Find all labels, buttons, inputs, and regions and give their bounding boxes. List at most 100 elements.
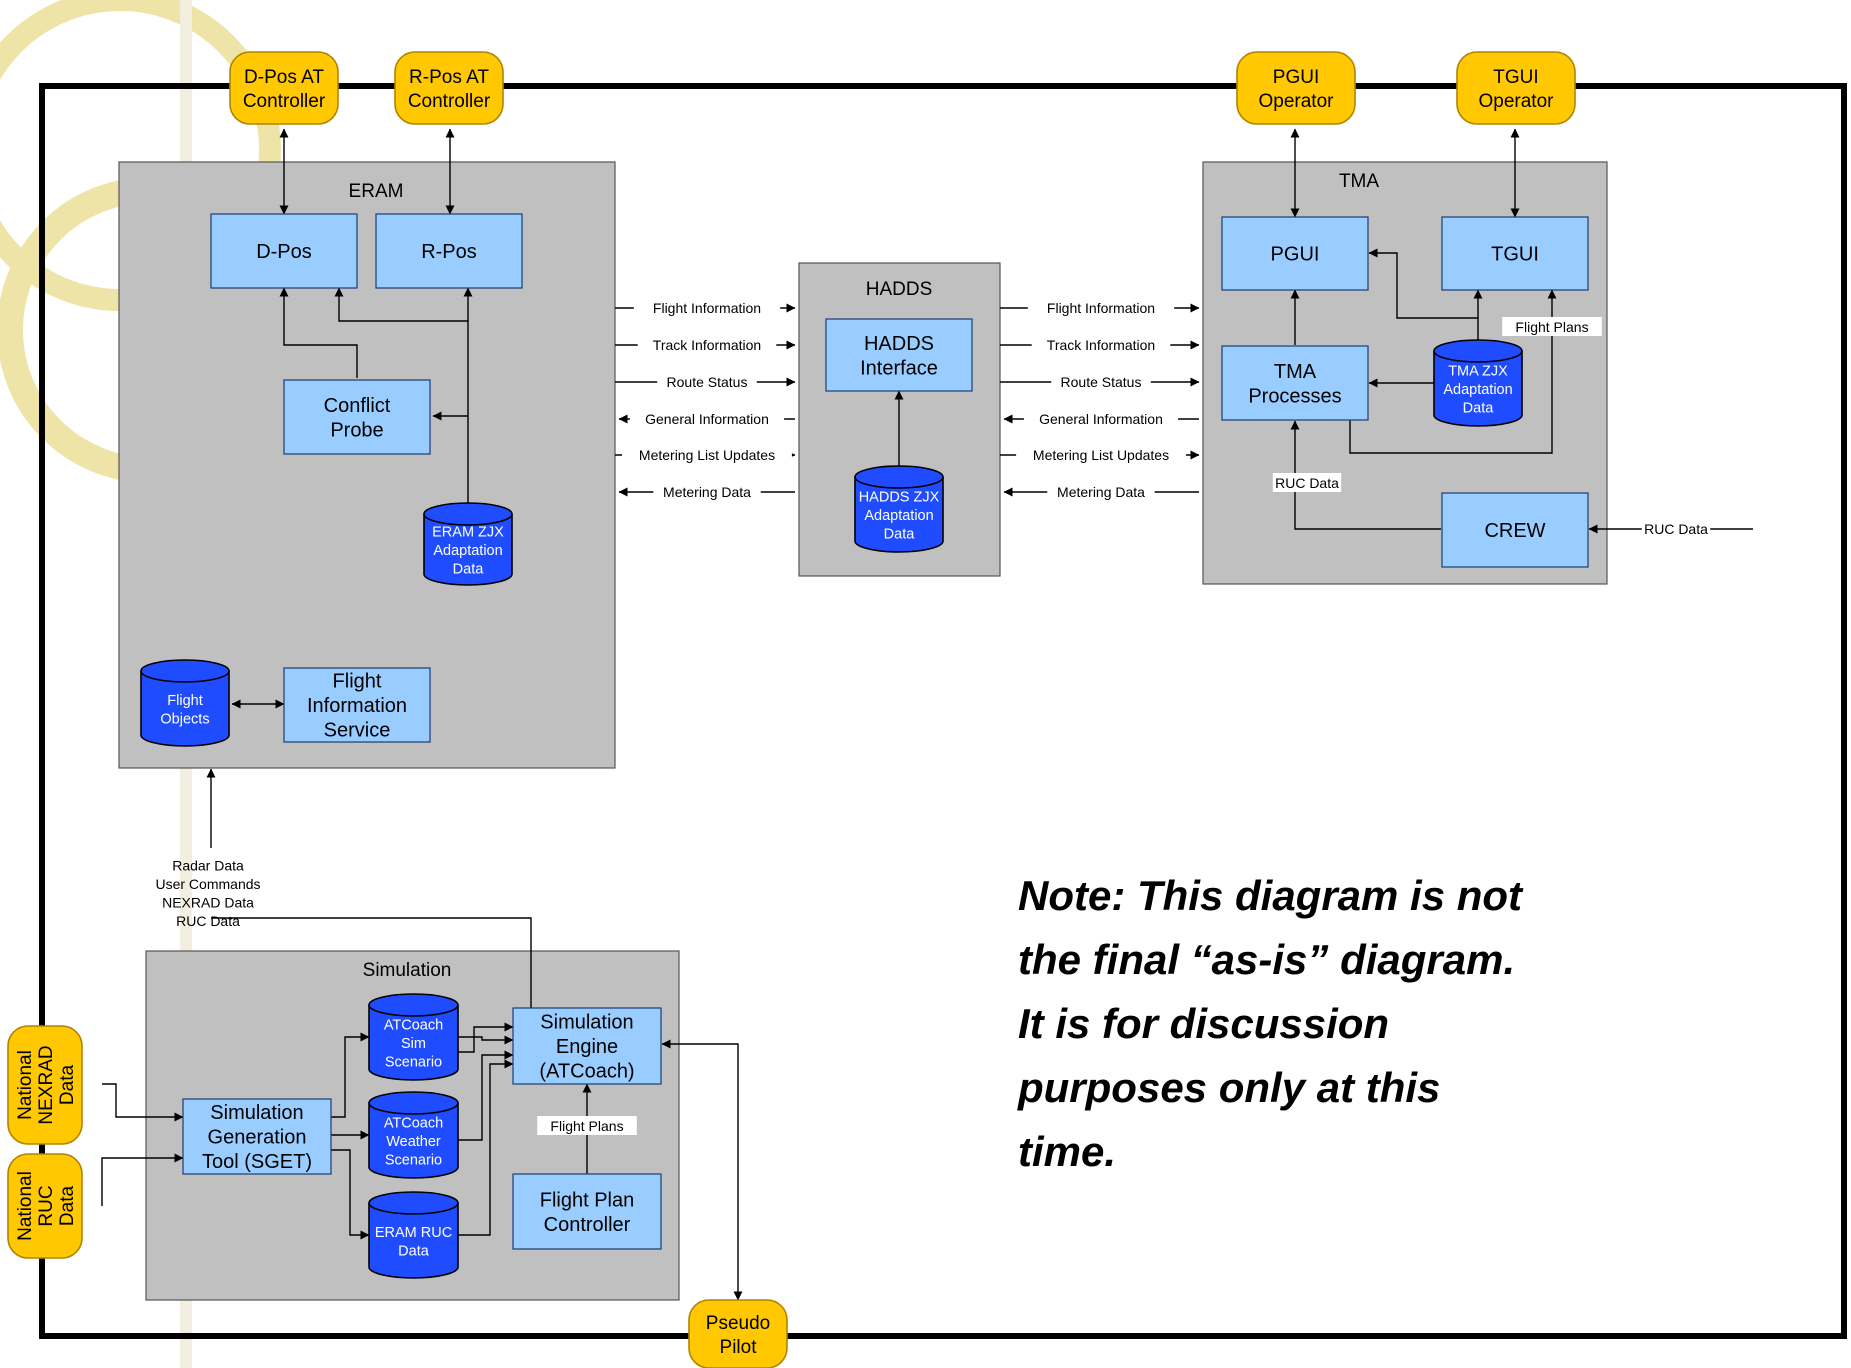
pgui-op-actor-label-line: Operator: [1259, 91, 1335, 112]
tma-subsystem-title: TMA: [1339, 171, 1379, 192]
flight-plans-label-bg: [1502, 317, 1602, 336]
flight-plans-label: Flight Plans: [1515, 319, 1588, 335]
flow-label: Route Status: [667, 374, 748, 390]
national-nexrad-actor-label-line: National: [15, 1050, 36, 1120]
sim-engine-component-label-line: (ATCoach): [539, 1061, 634, 1083]
national-nexrad-actor-label-line: Data: [57, 1065, 78, 1106]
national-nexrad-actor-label: NationalNEXRADData: [15, 1045, 78, 1124]
disclaimer-note: Note: This diagram is not the final “as-…: [1017, 872, 1534, 1175]
hadds-zjx-datastore-body: [854, 477, 944, 553]
eram-subsystem-title-line: ERAM: [349, 181, 404, 202]
crew-ruc-data-label: RUC Data: [1644, 521, 1708, 537]
pgui-op-actor-label-line: PGUI: [1273, 67, 1319, 88]
pgui-op-actor: PGUI Operator: [1236, 51, 1356, 125]
ruc-data-label-bg: [1272, 473, 1342, 492]
engine-pseudo-pilot-link: [661, 1039, 743, 1301]
nexrad-to-sget: [102, 1083, 184, 1122]
sget-component-label-line: Simulation: [210, 1102, 303, 1124]
national-ruc-actor: NationalRUCData: [7, 1153, 83, 1259]
sim-scenario-to-engine: [458, 1035, 514, 1045]
tma-zjx-datastore-label-line: Data: [1463, 401, 1495, 417]
rpos-component-label: R-Pos: [421, 241, 477, 263]
sim-engine-to-eram: [211, 917, 532, 1008]
eram-zjx-datastore-label-line: Adaptation: [433, 543, 502, 559]
sim-data-label-line: RUC Data: [176, 913, 240, 929]
atcoach-weather-datastore-label-line: ATCoach: [384, 1116, 443, 1132]
rpos-at-actor-label-line: R-Pos AT: [409, 67, 489, 88]
tma-zjx-datastore-body: [1433, 351, 1523, 427]
crew-to-tma-processes: [1290, 420, 1441, 530]
flow-label: Flight Information: [653, 300, 761, 316]
tma-zjx-datastore-label-line: TMA ZJX: [1448, 364, 1508, 380]
pseudo-pilot-actor-label-line: Pilot: [720, 1337, 758, 1358]
note-line: Note: This diagram is not: [1018, 872, 1524, 919]
national-nexrad-actor-label-line: NEXRAD: [36, 1045, 57, 1124]
atcoach-sim-datastore-label-line: Sim: [401, 1036, 426, 1052]
dpos-component-label-line: D-Pos: [256, 241, 312, 263]
flow-label-bg: [1023, 410, 1179, 428]
flight-info-service-component-label-line: Service: [324, 720, 391, 742]
hadds-interface-component: [825, 318, 973, 392]
system-boundary-frame: [39, 83, 1847, 1339]
flight-plans-to-tgui: [1349, 289, 1557, 454]
pseudo-pilot-actor-label-line: Pseudo: [706, 1313, 770, 1334]
hadds-subsystem-title: HADDS: [866, 279, 933, 300]
national-nexrad-actor-shape: [7, 1025, 83, 1145]
eram-zjx-datastore-label-line: ERAM ZJX: [432, 525, 504, 541]
pgui-op-actor-label: PGUI Operator: [1259, 67, 1335, 112]
simulation-subsystem-title: Simulation: [363, 960, 452, 981]
eram-zjx-datastore-top: [423, 502, 513, 526]
national-ruc-actor-shape: [7, 1153, 83, 1259]
rpos-at-actor-shape: [394, 51, 504, 125]
conflict-probe-component: [283, 379, 431, 455]
sim-engine-component-label-line: Simulation: [540, 1012, 633, 1034]
flow-label: Route Status: [1061, 374, 1142, 390]
national-ruc-actor-label-line: RUC: [36, 1185, 57, 1226]
atcoach-sim-datastore-label-line: ATCoach: [384, 1018, 443, 1034]
eram-zjx-datastore-body: [423, 514, 513, 586]
dpos-component: [210, 213, 358, 289]
flow-label: General Information: [645, 411, 769, 427]
sim-data-label-line: NEXRAD Data: [162, 894, 254, 910]
sget-component-label-line: Tool (SGET): [202, 1151, 312, 1173]
tma-subsystem-title-line: TMA: [1339, 171, 1379, 192]
weather-scenario-to-engine: [458, 1050, 514, 1141]
pgui-component-label-line: PGUI: [1271, 244, 1320, 266]
tma-processes-component-label-line: TMA: [1274, 361, 1317, 383]
atcoach-sim-datastore-label-line: Scenario: [385, 1055, 442, 1071]
flow-label: Track Information: [653, 337, 761, 353]
dpos-at-actor-label-line: Controller: [243, 91, 326, 112]
tgui-component-label: TGUI: [1491, 244, 1539, 266]
conflict-probe-component-label-line: Conflict: [324, 395, 391, 417]
atcoach-weather-datastore-body: [368, 1103, 459, 1179]
flow-label: Metering Data: [663, 484, 751, 500]
fp-controller-component-label-line: Controller: [544, 1214, 631, 1236]
dpos-component-label: D-Pos: [256, 241, 312, 263]
note-line: time.: [1018, 1128, 1116, 1175]
tma-zjx-datastore-top: [1433, 339, 1523, 363]
flight-info-service-component-label-line: Information: [307, 695, 407, 717]
rpos-at-actor-label-line: Controller: [408, 91, 491, 112]
hadds-zjx-datastore-top: [854, 465, 944, 489]
national-ruc-actor-label: NationalRUCData: [15, 1171, 78, 1241]
pseudo-pilot-actor-shape: [688, 1299, 788, 1368]
sget-to-eram-ruc: [331, 1149, 370, 1240]
pgui-component: [1221, 216, 1369, 291]
sim-data-label-line: User Commands: [155, 876, 260, 892]
